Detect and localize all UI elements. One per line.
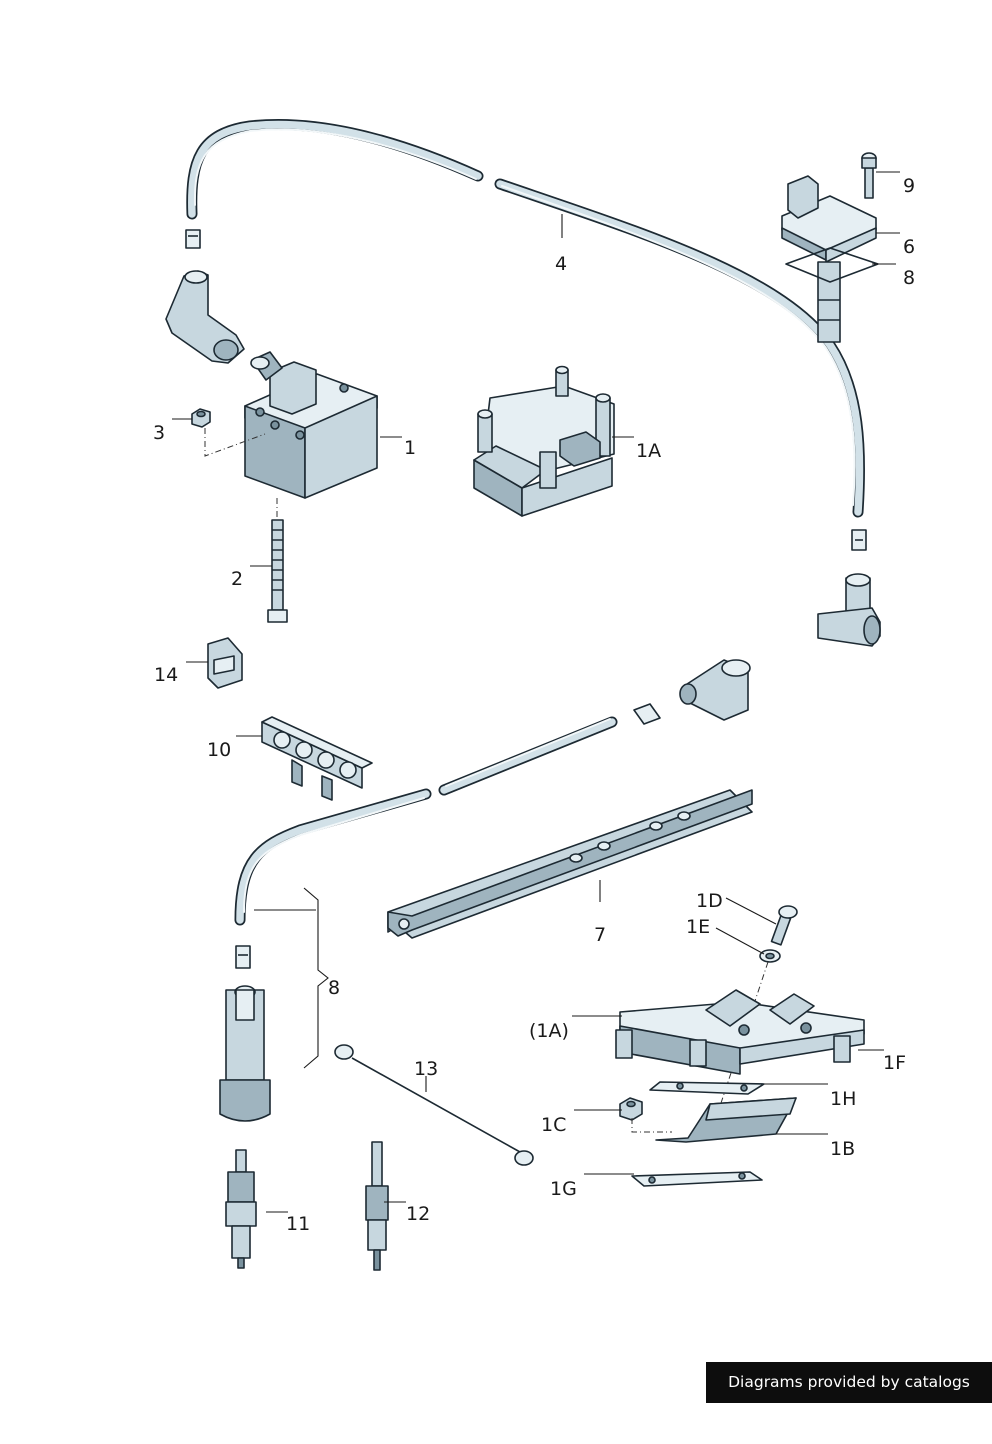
callout-labels: 1 1A 2 3 4 9 6 8 14 10 8 7 1D 1E (1A) 1F… xyxy=(153,175,915,1235)
callout-10: 10 xyxy=(207,739,231,761)
callout-2: 2 xyxy=(231,568,243,590)
bolt-9 xyxy=(861,152,877,199)
lead-clip-top-left xyxy=(185,229,201,249)
callout-1C: 1C xyxy=(541,1114,566,1136)
callout-7: 7 xyxy=(594,924,606,946)
gasket-1H xyxy=(649,1081,765,1095)
ignition-coil-1 xyxy=(244,351,378,499)
lead-clip-lower-right xyxy=(633,703,661,725)
callout-1H: 1H xyxy=(830,1088,856,1110)
callout-1F: 1F xyxy=(883,1052,906,1074)
glow-plug-12 xyxy=(365,1141,389,1271)
angled-connector-lower-right xyxy=(679,659,751,721)
nut-1C xyxy=(619,1097,643,1121)
callout-1B: 1B xyxy=(830,1138,855,1160)
lead-holder-10 xyxy=(261,716,373,801)
cover-7 xyxy=(387,789,753,939)
spark-plug-connector-lower xyxy=(219,985,271,1122)
ignition-lead-8 xyxy=(234,716,618,926)
lead-clip-right xyxy=(851,529,867,551)
bracket-1B xyxy=(655,1097,797,1143)
leader-lines xyxy=(172,171,900,1213)
clip-14 xyxy=(207,637,243,689)
callout-1: 1 xyxy=(404,437,416,459)
callout-3: 3 xyxy=(153,422,165,444)
bolt-2 xyxy=(267,519,288,623)
earth-strap-13 xyxy=(334,1044,534,1166)
ignition-lead-4 xyxy=(186,118,866,518)
pencil-coil-6 xyxy=(781,175,877,343)
callout-1A: 1A xyxy=(636,440,661,462)
angled-connector-right xyxy=(817,573,881,647)
nut-3 xyxy=(191,408,211,428)
callout-13: 13 xyxy=(414,1058,438,1080)
callout-14: 14 xyxy=(154,664,178,686)
callout-9: 9 xyxy=(903,175,915,197)
callout-4: 4 xyxy=(555,253,567,275)
callout-8-side: 8 xyxy=(328,977,340,999)
callout-12: 12 xyxy=(406,1203,430,1225)
lead-clip-lower-left xyxy=(235,945,251,969)
callout-11: 11 xyxy=(286,1213,310,1235)
callout-8-top: 8 xyxy=(903,267,915,289)
bolt-1D xyxy=(770,905,798,946)
callout-6: 6 xyxy=(903,236,915,258)
callout-1G: 1G xyxy=(550,1178,577,1200)
spark-plug-11 xyxy=(225,1149,257,1269)
coil-pack-1A xyxy=(473,365,615,517)
angled-connector-top-left xyxy=(165,270,245,364)
washer-1E xyxy=(759,949,781,963)
callout-1E: 1E xyxy=(686,916,710,938)
gasket-1G xyxy=(631,1171,763,1187)
callout-1A-paren: (1A) xyxy=(529,1020,569,1042)
parts-diagram: 1 1A 2 3 4 9 6 8 14 10 8 7 1D 1E (1A) 1F… xyxy=(153,118,915,1271)
credit-banner: Diagrams provided by catalogs parts xyxy=(706,1362,992,1432)
callout-1D: 1D xyxy=(696,890,723,912)
coil-unit-1A-variant xyxy=(615,989,865,1075)
